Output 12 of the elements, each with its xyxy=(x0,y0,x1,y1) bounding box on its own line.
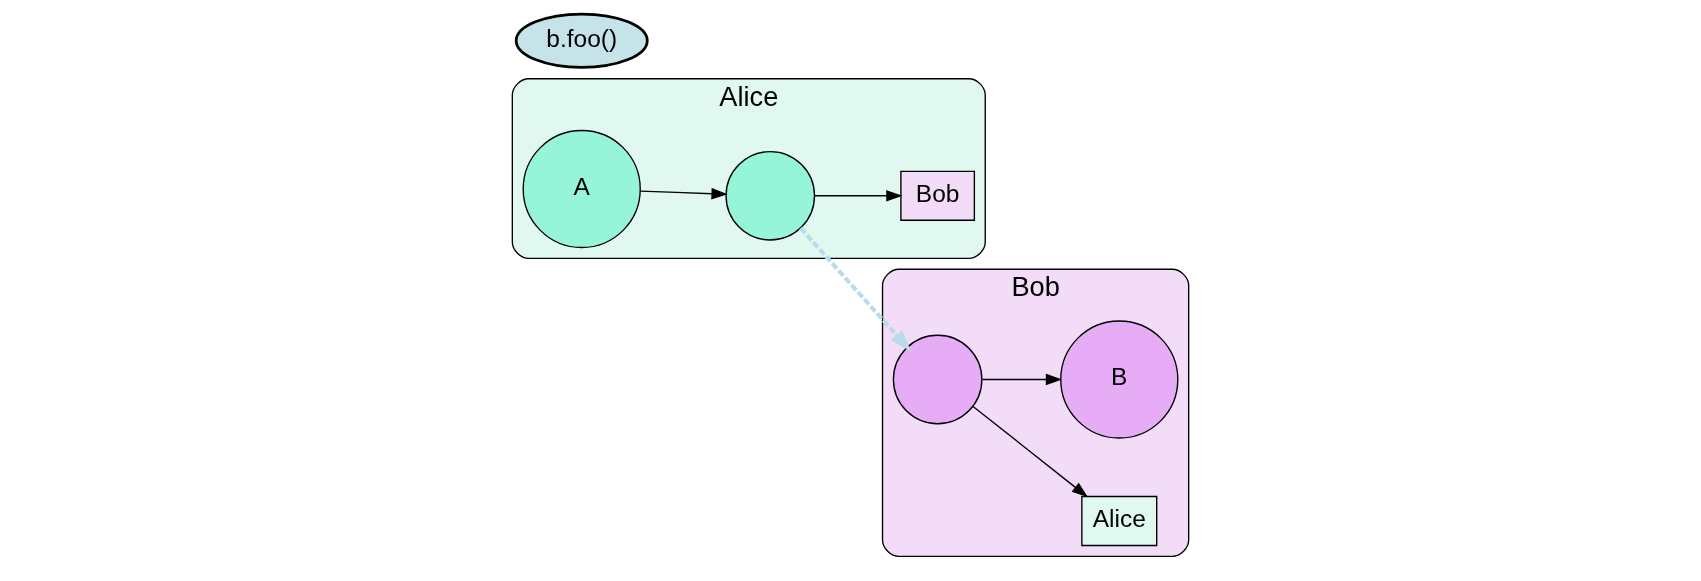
node-ellipse: b.foo() xyxy=(514,12,649,69)
arrow xyxy=(814,190,903,202)
arrow xyxy=(981,373,1063,386)
node-circle: B xyxy=(1060,320,1179,439)
arrow xyxy=(799,226,912,352)
arrow xyxy=(639,187,728,200)
node-circle: A xyxy=(522,129,641,249)
node-circle xyxy=(892,334,983,425)
node-circle xyxy=(725,150,816,241)
node-box: Bob xyxy=(900,170,976,221)
arrow xyxy=(972,405,1088,498)
node-box: Alice xyxy=(1081,495,1158,547)
